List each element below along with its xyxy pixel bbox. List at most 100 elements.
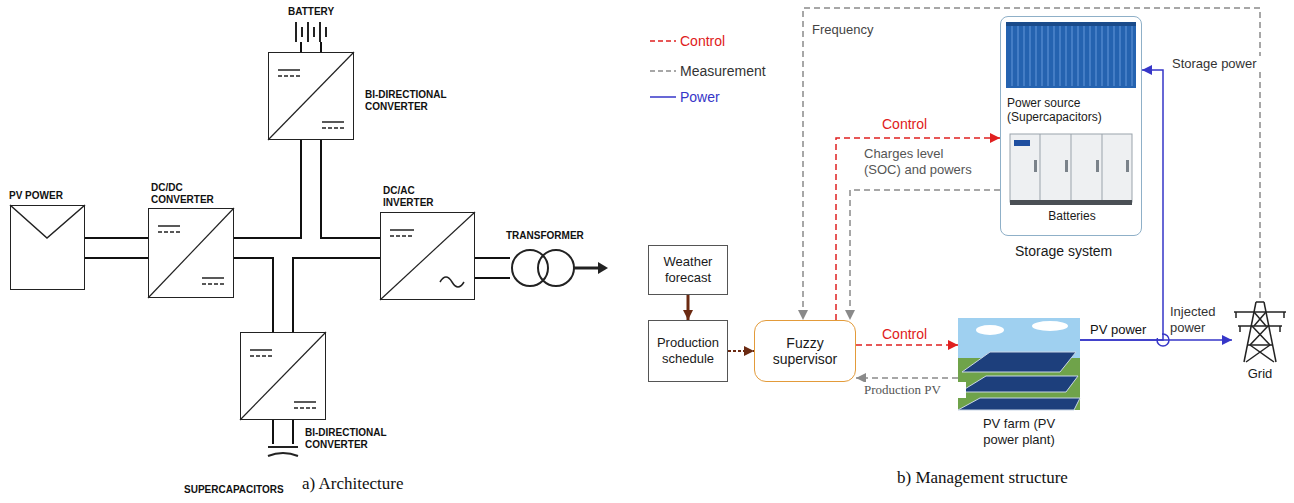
converter-diagonal <box>380 212 475 300</box>
pylon-arm <box>1234 311 1286 313</box>
dc-symbol <box>390 229 414 231</box>
container-ribs <box>1012 26 1132 86</box>
signal-connector <box>856 377 958 379</box>
cloud <box>976 325 1004 335</box>
cloud <box>1032 321 1068 331</box>
dc-symbol <box>322 127 344 129</box>
converter-box: BI-DIRECTIONAL CONVERTER <box>268 52 354 140</box>
cabinet-door <box>1071 134 1072 202</box>
battery-cell <box>313 27 315 37</box>
cabinet-door <box>1040 134 1041 202</box>
power-bus <box>475 257 510 279</box>
inverter-box: DC/AC INVERTER <box>380 212 475 300</box>
supercapacitor-symbol: SUPERCAPACITORS <box>268 444 298 460</box>
pylon-brace <box>1250 326 1268 345</box>
pylon-leg <box>1244 302 1256 362</box>
solar-panel-row <box>958 398 1080 410</box>
node-label: BI-DIRECTIONAL CONVERTER <box>365 89 475 113</box>
power-bus-inner <box>283 248 380 332</box>
battery-cell <box>307 22 309 42</box>
panel-caption: b) Management structure <box>895 468 1129 488</box>
power-bus <box>300 42 322 52</box>
pylon-brace <box>1254 312 1266 326</box>
dc-symbol <box>202 277 224 279</box>
solar-panel-row <box>962 352 1076 372</box>
pv-farm-picture: PV farm (PV power plant) <box>958 318 1080 410</box>
converter-diagonal <box>148 208 234 298</box>
converter-box: DC/DC CONVERTER <box>148 208 234 298</box>
node-label: PV POWER <box>9 190 99 202</box>
legend-text: Measurement <box>676 63 766 79</box>
dc-symbol <box>294 401 316 403</box>
dc-symbol <box>158 231 180 233</box>
dc-symbol <box>278 75 300 77</box>
flow-label: PV power <box>1088 322 1162 338</box>
pylon-symbol <box>1234 302 1286 362</box>
capacitor-plate <box>268 453 298 456</box>
node-sublabel: Storage system <box>1015 243 1145 260</box>
connector-label: Control <box>880 116 944 133</box>
legend-entry: Power <box>650 88 720 106</box>
legend-line <box>650 70 676 72</box>
cabinet-picture <box>1010 134 1132 202</box>
power-bus-inner <box>302 42 320 52</box>
legend-sample <box>650 92 676 102</box>
battery-cell <box>319 22 321 42</box>
node-label: DC/DC CONVERTER <box>151 182 226 206</box>
connector-label: Storage power <box>1170 56 1284 72</box>
cabinet-handle <box>1096 160 1099 172</box>
connector-label: Frequency <box>810 22 894 38</box>
battery-cell <box>295 22 297 42</box>
signal-connector <box>687 295 690 320</box>
legend-line <box>650 40 676 42</box>
grid-symbol: Grid <box>1232 298 1288 362</box>
power-bus <box>85 237 148 259</box>
signal-connector <box>728 350 754 352</box>
cabinet-logo <box>1014 140 1030 146</box>
pylon-brace <box>1254 312 1266 326</box>
pylon-insulator <box>1283 312 1285 318</box>
output-line <box>574 267 598 270</box>
legend-text: Control <box>676 33 725 49</box>
node-label: Production schedule <box>653 335 723 367</box>
power-bus <box>272 420 294 444</box>
node-label: Power source (Supercapacitors) <box>1007 96 1137 125</box>
node-label: DC/AC INVERTER <box>383 185 458 209</box>
pylon-top <box>1256 301 1264 303</box>
node-label: Weather forecast <box>653 254 723 286</box>
pylon-arm <box>1238 325 1282 327</box>
dc-symbol <box>250 349 272 351</box>
bus-inner-group <box>85 42 510 444</box>
pylon-leg <box>1264 302 1276 362</box>
battery-cell <box>325 27 327 37</box>
dc-symbol <box>294 407 316 409</box>
converter-diagonal <box>268 52 354 140</box>
connector-label: Charges level (SOC) and powers <box>862 146 978 177</box>
container-picture <box>1006 22 1136 88</box>
transformer-symbol: TRANSFORMER <box>510 248 574 288</box>
dc-symbol <box>278 69 300 71</box>
dc-symbol <box>158 225 180 227</box>
node-label: Grid <box>1240 366 1280 382</box>
process-box: Weather forecast <box>648 245 728 295</box>
converter-diagonal <box>240 332 326 420</box>
power-bus-inner <box>85 239 148 257</box>
dc-symbol <box>322 121 344 123</box>
dc-symbol <box>202 283 224 285</box>
legend-entry: Measurement <box>650 62 766 80</box>
process-box: Production schedule <box>648 320 728 382</box>
pylon-brace <box>1246 345 1270 362</box>
signal-connector <box>850 190 1000 320</box>
converter-box: BI-DIRECTIONAL CONVERTER <box>240 332 326 420</box>
node-label: Fuzzy supervisor <box>759 335 851 367</box>
legend-sample <box>650 36 676 46</box>
pylon-brace <box>1250 345 1274 362</box>
legend-line <box>650 96 676 98</box>
legend-entry: Control <box>650 32 725 50</box>
power-bus-inner <box>311 140 380 248</box>
node-label: SUPERCAPACITORS <box>184 484 299 496</box>
power-bus <box>311 140 380 248</box>
dc-symbol <box>390 235 414 237</box>
